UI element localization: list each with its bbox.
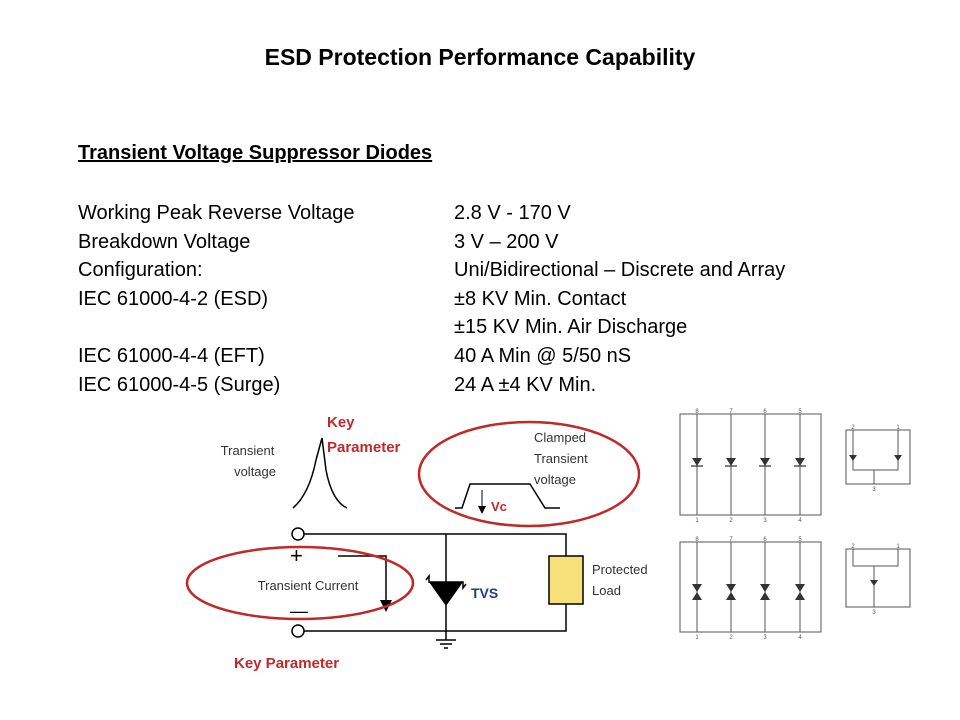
spec-value: ±8 KV Min. Contact xyxy=(454,287,627,310)
svg-text:2: 2 xyxy=(729,518,733,524)
spec-label: IEC 61000-4-4 (EFT) xyxy=(78,344,265,367)
svg-text:1: 1 xyxy=(896,544,900,550)
protected-load-box xyxy=(548,555,584,605)
tvs-single-package-bottom: 2 1 3 xyxy=(845,544,911,616)
spec-label: Working Peak Reverse Voltage xyxy=(78,202,355,224)
spec-value: 3 V – 200 V xyxy=(454,230,559,253)
svg-text:3: 3 xyxy=(763,518,767,524)
key-parameter-bottom-label: Key Parameter xyxy=(234,655,339,672)
current-arrow xyxy=(338,555,392,612)
tvs-array-package-bottom: 8 7 6 5 1 2 3 4 xyxy=(679,537,822,641)
transient-current-highlight xyxy=(185,545,415,621)
spec-value: 40 A Min @ 5/50 nS xyxy=(454,344,632,367)
clamped-voltage-highlight xyxy=(417,420,641,528)
page-title: ESD Protection Performance Capability xyxy=(264,44,696,70)
spec-value: Uni/Bidirectional – Discrete and Array xyxy=(454,259,786,282)
spec-label: IEC 61000-4-2 (ESD) xyxy=(78,287,269,310)
spec-label: Breakdown Voltage xyxy=(78,230,251,253)
clamped-waveform xyxy=(455,483,560,509)
tvs-array-package-top: 8 7 6 5 1 2 3 4 xyxy=(679,409,822,524)
tvs-label: TVS xyxy=(471,585,498,601)
svg-text:2: 2 xyxy=(851,544,855,550)
svg-text:3: 3 xyxy=(872,487,876,493)
svg-text:2: 2 xyxy=(729,635,733,641)
positive-terminal xyxy=(291,527,305,541)
svg-text:5: 5 xyxy=(798,409,802,415)
vc-label: Vc xyxy=(491,499,507,514)
svg-text:3: 3 xyxy=(872,610,876,616)
key-parameter-top-label: Key Parameter xyxy=(327,414,401,456)
svg-text:6: 6 xyxy=(763,537,767,543)
svg-text:4: 4 xyxy=(798,635,802,641)
svg-text:8: 8 xyxy=(695,537,699,543)
spec-label: IEC 61000-4-5 (Surge) xyxy=(78,373,281,396)
svg-text:1: 1 xyxy=(896,425,900,431)
plus-sign: + xyxy=(290,543,303,568)
svg-text:7: 7 xyxy=(729,537,733,543)
ground-symbol xyxy=(436,631,456,649)
transient-voltage-label: Transient voltage xyxy=(221,443,278,479)
svg-text:3: 3 xyxy=(763,635,767,641)
protected-load-label: Protected Load xyxy=(592,562,651,598)
tvs-diode-symbol xyxy=(429,582,463,606)
tvs-diode-bar xyxy=(425,573,467,591)
svg-text:7: 7 xyxy=(729,409,733,415)
minus-sign: — xyxy=(290,601,308,621)
spec-label: Configuration: xyxy=(78,259,203,282)
svg-text:2: 2 xyxy=(851,425,855,431)
svg-text:8: 8 xyxy=(695,409,699,415)
clamped-voltage-label: Clamped Transient voltage xyxy=(534,430,591,487)
spec-value: 2.8 V - 170 V xyxy=(454,202,571,224)
transient-current-label: Transient Current xyxy=(258,578,359,593)
spec-value: ±15 KV Min. Air Discharge xyxy=(454,316,688,339)
svg-text:4: 4 xyxy=(798,518,802,524)
negative-terminal xyxy=(291,624,305,638)
svg-text:6: 6 xyxy=(763,409,767,415)
svg-text:1: 1 xyxy=(695,518,699,524)
spec-value: 24 A ±4 KV Min. xyxy=(454,373,597,396)
transient-spike-waveform xyxy=(292,437,348,509)
svg-text:1: 1 xyxy=(695,635,699,641)
svg-text:5: 5 xyxy=(798,537,802,543)
tvs-dual-package-top: 2 1 3 xyxy=(845,425,911,493)
section-heading: Transient Voltage Suppressor Diodes xyxy=(78,142,433,164)
